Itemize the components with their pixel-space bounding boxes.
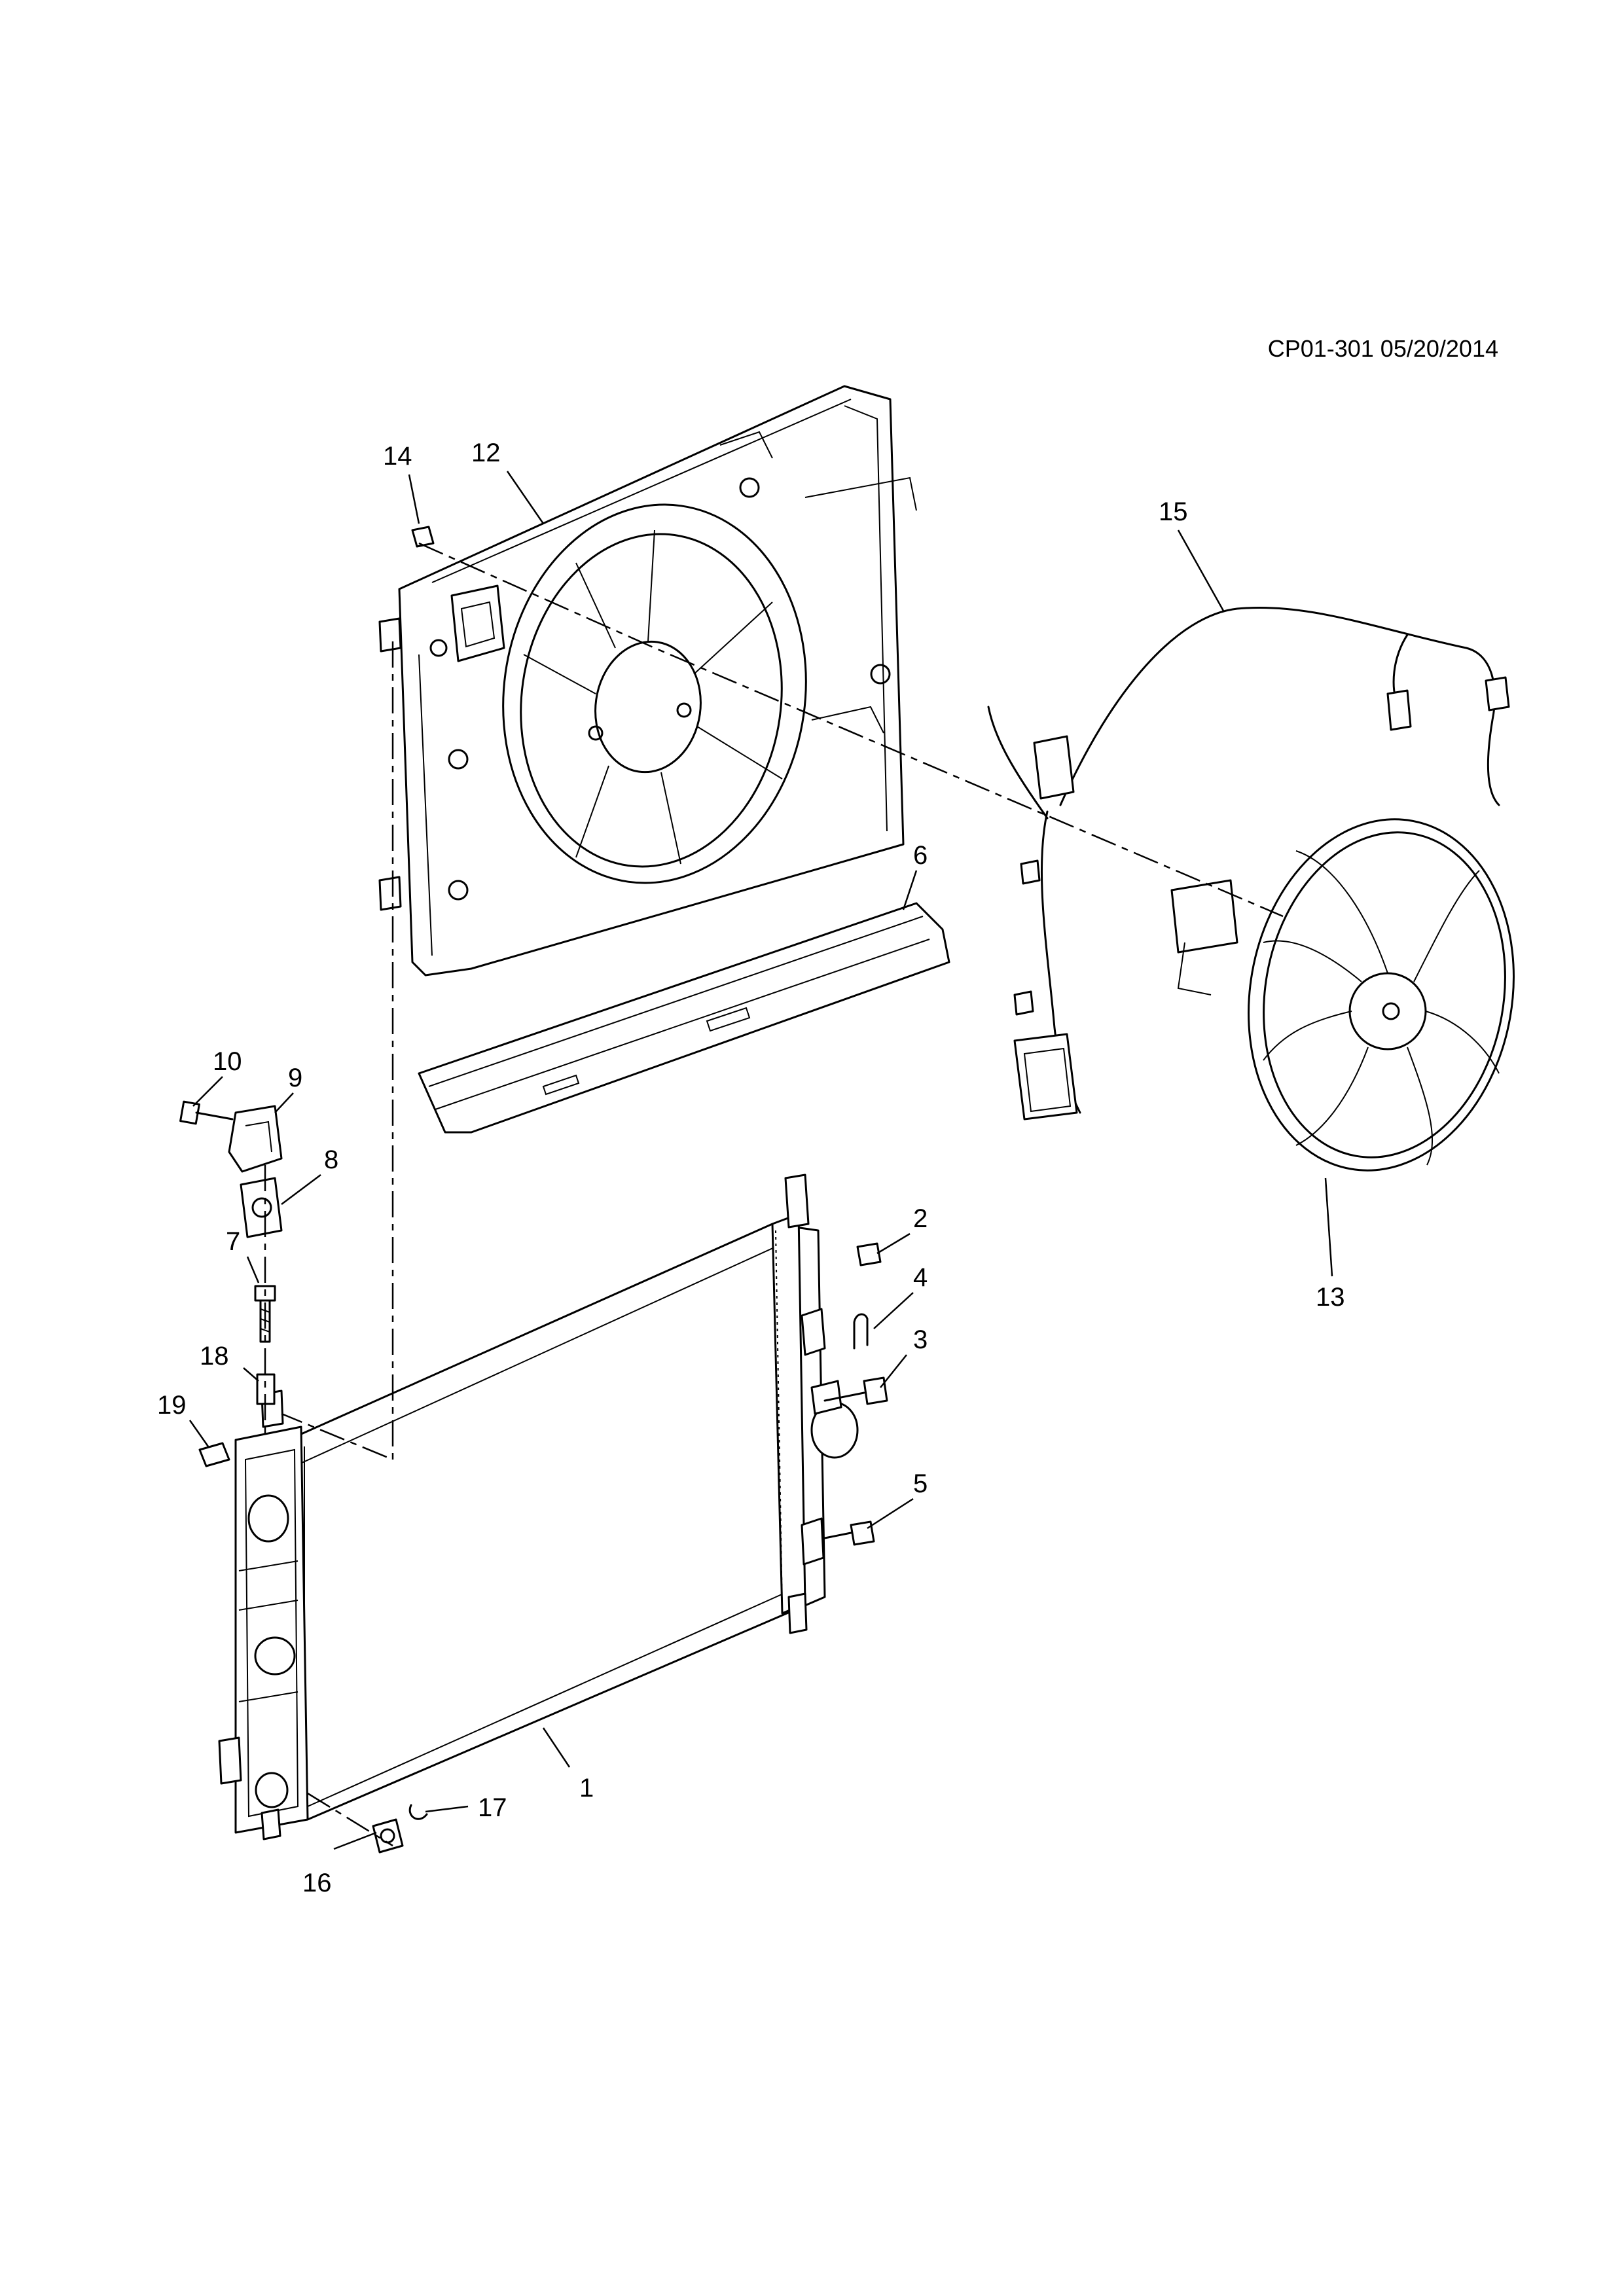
nut-14 [411,526,435,548]
callout-4: 4 [913,1263,928,1292]
callout-12: 12 [471,439,501,467]
radiator [218,1174,859,1840]
callout-3: 3 [913,1325,928,1354]
wiring-harness [987,606,1510,1121]
insulator-8 [240,1177,283,1238]
callout-6: 6 [913,841,928,870]
sensor-5 [823,1520,875,1546]
callout-13: 13 [1316,1283,1345,1312]
sensor-3 [823,1376,888,1405]
alignment-lines [264,542,1284,1847]
lower-baffle [418,902,950,1134]
o-ring-17 [408,1804,428,1820]
screw-2 [856,1242,882,1266]
callout-18: 18 [200,1342,229,1371]
bolt-10 [179,1100,234,1125]
callout-14: 14 [383,442,412,471]
callout-1: 1 [579,1774,594,1803]
callout-19: 19 [157,1391,187,1420]
fan-motor-assembly [1170,818,1515,1172]
bracket-9 [228,1105,283,1173]
callout-2: 2 [913,1204,928,1233]
leader-lines [189,471,1333,1850]
reference-code: CP01-301 05/20/2014 [1267,335,1498,362]
callout-16: 16 [302,1869,332,1897]
callout-5: 5 [913,1469,928,1498]
callout-labels: 1 2 3 4 5 6 7 8 9 10 12 13 14 15 16 17 1… [157,439,1345,1897]
callout-8: 8 [324,1145,338,1174]
callout-7: 7 [226,1227,240,1256]
callout-9: 9 [288,1064,302,1092]
clip-4 [853,1313,869,1350]
callout-15: 15 [1159,497,1188,526]
callout-17: 17 [478,1793,507,1822]
callout-10: 10 [213,1047,242,1076]
drain-plug-16 [372,1818,404,1854]
fan-shroud [378,385,917,977]
nut-19 [198,1442,230,1467]
